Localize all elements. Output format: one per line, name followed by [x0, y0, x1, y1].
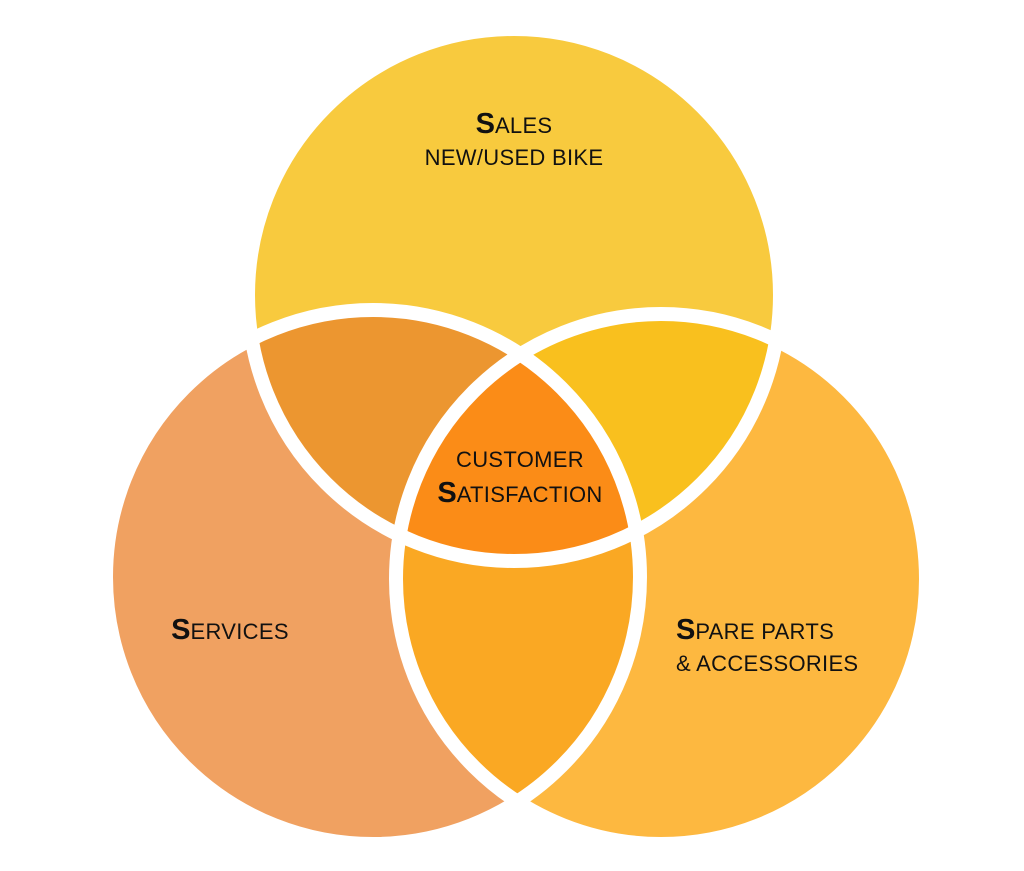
sales-label: SALES NEW/USED BIKE [364, 106, 664, 172]
overlap-center [396, 314, 640, 561]
center-initial: S [437, 476, 457, 509]
spare-parts-rest: PARE PARTS [695, 619, 835, 644]
sales-rest: ALES [494, 113, 553, 138]
center-label: CUSTOMER SATISFACTION [400, 446, 640, 512]
sales-subtitle: NEW/USED BIKE [424, 144, 604, 170]
spare-parts-subtitle: & ACCESSORIES [676, 650, 859, 676]
center-line1: CUSTOMER [456, 447, 584, 472]
center-rest: ATISFACTION [456, 481, 603, 507]
sales-title: SALES [364, 106, 664, 144]
outline-spare-parts [389, 307, 933, 851]
outline-sales [241, 22, 787, 568]
services-label: SERVICES [130, 612, 330, 650]
sales-initial: S [475, 108, 495, 140]
spare-parts-label: SPARE PARTS & ACCESSORIES [676, 612, 896, 678]
services-rest: ERVICES [190, 619, 289, 644]
services-initial: S [171, 614, 191, 646]
spare-parts-initial: S [676, 614, 696, 646]
outline-services [99, 303, 647, 851]
